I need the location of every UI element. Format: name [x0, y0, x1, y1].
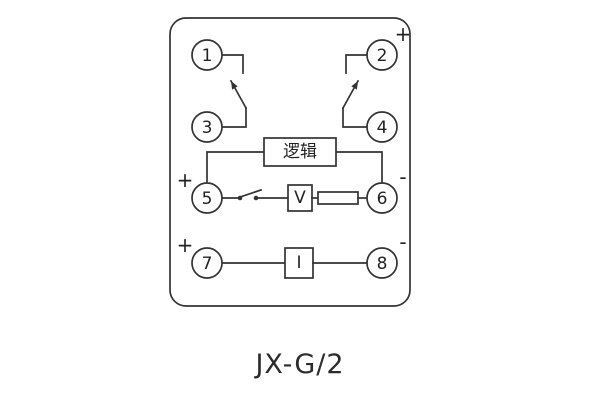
terminal-3-number: 3 — [202, 118, 213, 138]
wire-contact-terminal4 — [342, 107, 368, 128]
terminal-8-circle — [366, 247, 398, 279]
polarity-plus-terminal7: + — [177, 233, 194, 257]
terminal-1-circle — [191, 39, 223, 71]
wire-logic-terminal6 — [335, 151, 383, 184]
voltage-label: V — [294, 188, 306, 208]
wire-logic-terminal5 — [206, 151, 265, 184]
terminal-1-number: 1 — [202, 46, 213, 66]
terminal-5-number: 5 — [202, 189, 213, 209]
current-box — [284, 247, 314, 279]
wire-terminal2-contact — [345, 54, 368, 74]
polarity-minus-terminal6: - — [399, 165, 406, 189]
terminal-2-circle — [366, 39, 398, 71]
contact-dot-right — [253, 195, 259, 201]
contact-arrow-left-icon — [231, 81, 238, 90]
resistor — [317, 191, 359, 205]
terminal-8-number: 8 — [377, 254, 388, 274]
polarity-plus-terminal2: + — [395, 22, 412, 46]
logic-label: 逻辑 — [283, 142, 317, 162]
diagram-caption: JX-G/2 — [253, 349, 344, 380]
terminal-7-circle — [191, 247, 223, 279]
contact-arrow-right-icon — [351, 81, 358, 90]
terminal-3-circle — [191, 111, 223, 143]
terminal-2-number: 2 — [377, 46, 388, 66]
wire-contact-terminal3 — [221, 107, 247, 128]
voltage-box — [287, 184, 313, 212]
current-label: I — [296, 253, 301, 273]
logic-box — [263, 137, 337, 167]
terminal-4-number: 4 — [377, 118, 388, 138]
wire-terminal1-contact — [221, 54, 244, 74]
terminal-7-number: 7 — [202, 254, 213, 274]
terminal-6-circle — [366, 182, 398, 214]
terminal-6-number: 6 — [377, 189, 388, 209]
polarity-plus-terminal5: + — [177, 168, 194, 192]
terminal-4-circle — [366, 111, 398, 143]
mid-contact-blade — [238, 188, 263, 199]
polarity-minus-terminal8: - — [399, 230, 406, 254]
terminal-5-circle — [191, 182, 223, 214]
